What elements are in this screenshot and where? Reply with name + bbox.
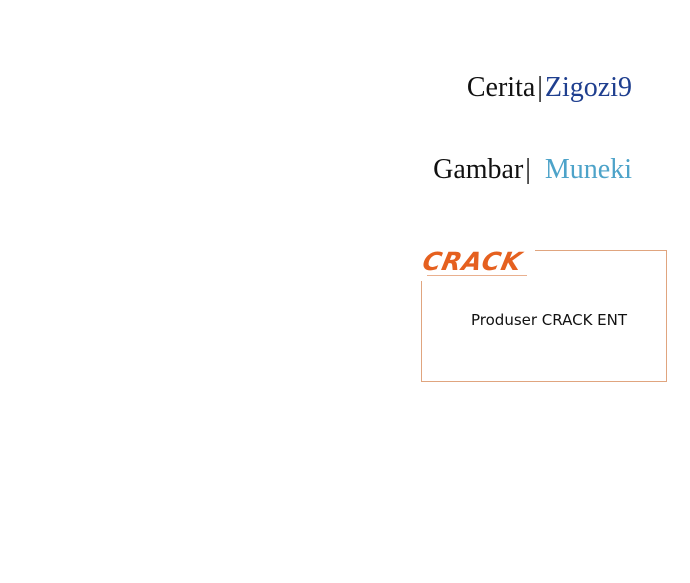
logo-underline (427, 275, 527, 276)
producer-box: CRACK Produser CRACK ENT (419, 247, 667, 382)
crack-logo-text: CRACK (419, 247, 525, 276)
art-author: Muneki (544, 154, 632, 185)
art-label: Gambar (433, 154, 524, 185)
producer-credit: Produser CRACK ENT (471, 311, 628, 329)
art-separator: | (525, 154, 531, 185)
story-label: Cerita (466, 72, 536, 103)
story-credit: Cerita|Zigozi9 (467, 74, 632, 102)
crack-logo: CRACK (419, 247, 535, 281)
story-author: Zigozi9 (544, 72, 632, 103)
art-credit: Gambar| Muneki (433, 156, 632, 184)
story-separator: | (537, 72, 543, 103)
